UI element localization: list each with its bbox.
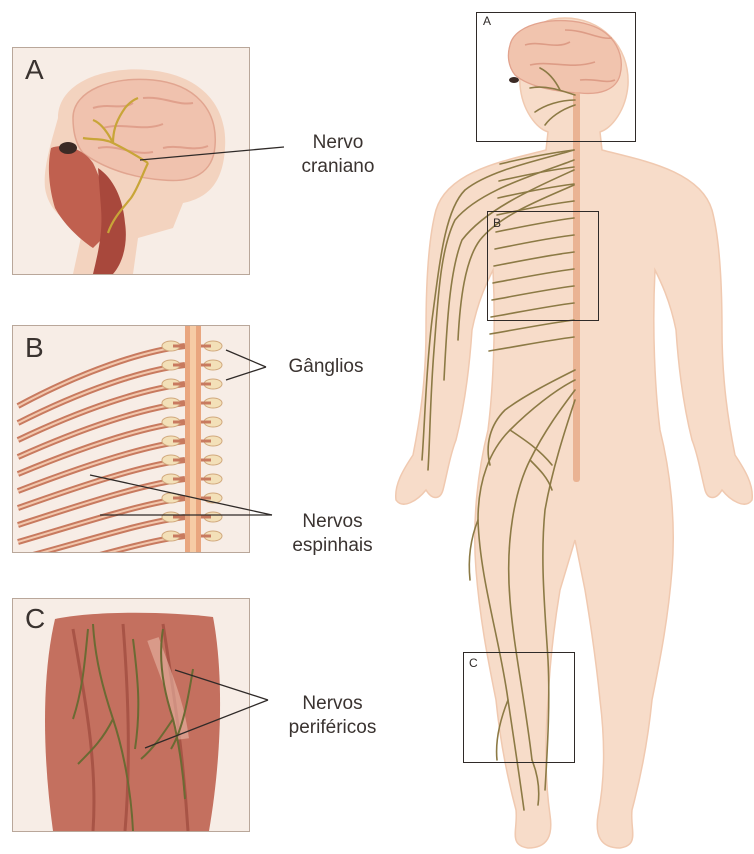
body-box-b: [487, 211, 599, 321]
body-box-c-label: C: [469, 656, 478, 670]
body-box-c: [463, 652, 575, 763]
body-box-b-label: B: [493, 216, 501, 230]
body-box-a: [476, 12, 636, 142]
body-box-a-label: A: [483, 14, 491, 28]
